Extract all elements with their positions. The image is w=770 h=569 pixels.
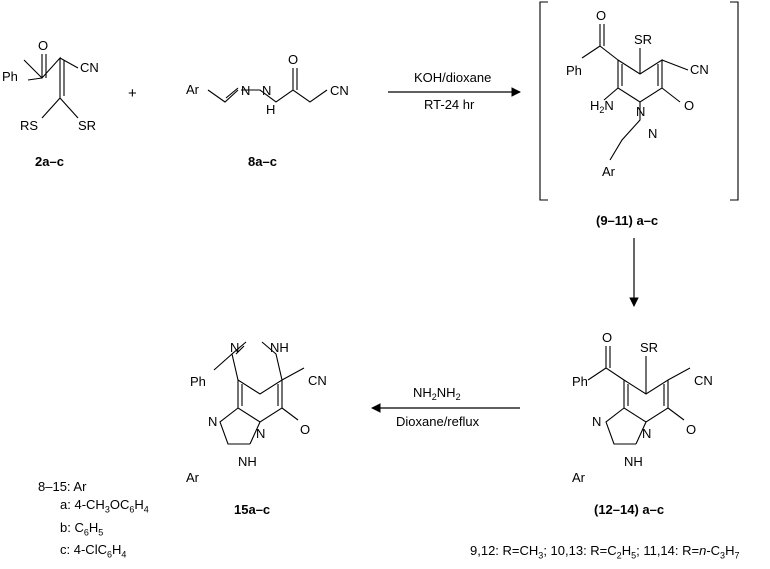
c4-Ph: Ph	[572, 374, 588, 389]
compound-15: N NH Ph CN N N O NH Ar 15a–c	[186, 340, 327, 517]
plus-sign: +	[128, 85, 137, 102]
c4-SR: SR	[640, 340, 658, 355]
c3-H2N: H2N	[590, 98, 614, 115]
compound-2: O Ph CN RS SR 2a–c	[2, 38, 99, 169]
c3-SR: SR	[634, 32, 652, 47]
c3-label: (9–11) a–c	[596, 213, 658, 228]
legend-r: 9,12: R=CH3; 10,13: R=C2H5; 11,14: R=n-C…	[470, 543, 740, 561]
legend-ar-b: b: C6H5	[60, 519, 104, 538]
c1-Ph: Ph	[2, 69, 18, 84]
legend-ar-c: c: 4-ClC6H4	[60, 542, 127, 560]
c4-NH: NH	[624, 454, 643, 469]
compound-9-11: O Ph SR CN H2N O N N Ar (9–11) a–c	[539, 1, 739, 228]
c3-Nring: N	[636, 104, 645, 119]
c5-Ph: Ph	[190, 374, 206, 389]
c5-N3: N	[256, 426, 265, 441]
c3-Ar: Ar	[602, 164, 616, 179]
c2-O: O	[288, 52, 298, 67]
c4-CN: CN	[694, 373, 713, 388]
c3-N: N	[648, 126, 657, 141]
c2-N2: N	[262, 83, 271, 98]
c3-Ph: Ph	[566, 63, 582, 78]
c4-label: (12–14) a–c	[594, 502, 664, 517]
c5-CN: CN	[308, 373, 327, 388]
c1-SR: SR	[78, 118, 96, 133]
c1-CN: CN	[80, 60, 99, 75]
c1-label: 2a–c	[35, 154, 64, 169]
c3-CN: CN	[690, 62, 709, 77]
c2-CN: CN	[330, 83, 349, 98]
reaction-arrow-1: KOH/dioxane RT-24 hr	[388, 70, 521, 112]
legend-ar: 8–15: Ar a: 4-CH3OC6H4 b: C6H5 c: 4-ClC6…	[38, 478, 149, 564]
c1-RS: RS	[20, 118, 38, 133]
c2-H: H	[266, 102, 275, 117]
reaction3-reagent: NH2NH2	[413, 385, 461, 402]
reaction3-conditions: Dioxane/reflux	[396, 414, 480, 429]
c4-O1: O	[602, 330, 612, 345]
c5-N1: N	[230, 340, 239, 355]
compound-8: Ar N N H O CN 8a–c	[186, 52, 349, 169]
c1-O: O	[38, 38, 48, 53]
c4-Ar: Ar	[572, 470, 586, 485]
reaction-arrow-3: NH2NH2 Dioxane/reflux	[371, 385, 520, 429]
c3-O1: O	[596, 8, 606, 23]
c5-NH1: NH	[270, 340, 289, 355]
c4-N2: N	[642, 426, 651, 441]
c5-label: 15a–c	[234, 502, 270, 517]
compound-12-14: O Ph SR CN N N O NH Ar (12–14) a–c	[572, 330, 713, 517]
c5-NH2: NH	[238, 454, 257, 469]
c2-label: 8a–c	[248, 154, 277, 169]
c5-N2: N	[208, 414, 217, 429]
c5-O: O	[300, 422, 310, 437]
reaction1-conditions: RT-24 hr	[424, 97, 475, 112]
legend-ar-title: 8–15: Ar	[38, 479, 87, 494]
reaction1-reagent: KOH/dioxane	[414, 70, 491, 85]
legend-ar-a: a: 4-CH3OC6H4	[60, 497, 149, 515]
c3-O2: O	[684, 98, 694, 113]
c4-N1: N	[592, 414, 601, 429]
c5-Ar: Ar	[186, 470, 200, 485]
c2-Ar: Ar	[186, 82, 200, 97]
c2-N1: N	[241, 83, 250, 98]
c4-O2: O	[686, 422, 696, 437]
